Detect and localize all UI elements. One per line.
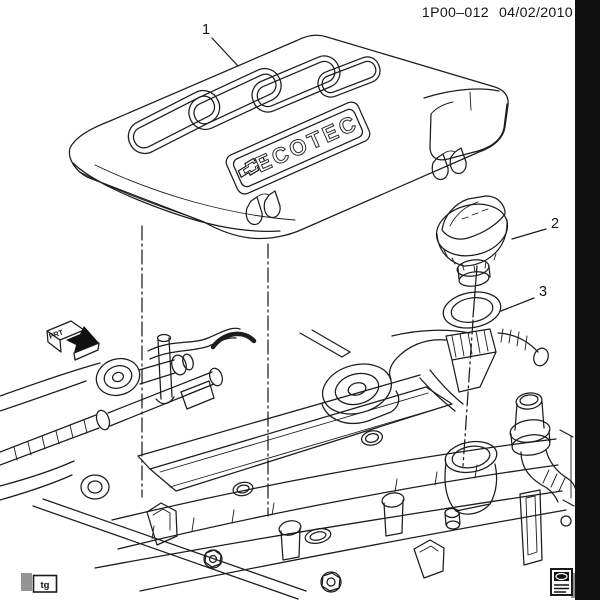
projection-lines [141,225,478,517]
oil-fill-cap-drawing [435,195,509,287]
plate-date-text: 04/02/2010 [499,5,573,21]
callout-1-label[interactable]: 1 [202,22,210,38]
page-tag-label: tg [41,580,50,591]
frt-arrow-icon: FRT [46,320,100,361]
sidebar-bar [575,0,600,600]
footer-right-doc-icon [550,568,576,598]
callout-2-label[interactable]: 2 [551,216,559,232]
callout-3[interactable]: 3 [500,284,547,312]
callout-2[interactable]: 2 [511,216,559,240]
callout-3-label[interactable]: 3 [539,284,547,300]
engine-assembly-drawing [0,327,577,600]
callouts: 1 2 3 [202,22,559,312]
header: 1P00–012 04/02/2010 [422,5,573,21]
plate-id-text: 1P00–012 [422,5,489,21]
engine-cover-drawing: ECOTEC [68,34,509,240]
callout-1[interactable]: 1 [202,22,239,67]
footer-left-tag: tg [21,573,58,593]
ecotec-badge: ECOTEC [225,101,371,195]
cover-mounting-pegs [245,147,467,226]
o-ring-drawing [442,291,502,329]
chevrolet-bowtie-icon [237,155,266,178]
cover-rib-channels [127,55,381,155]
